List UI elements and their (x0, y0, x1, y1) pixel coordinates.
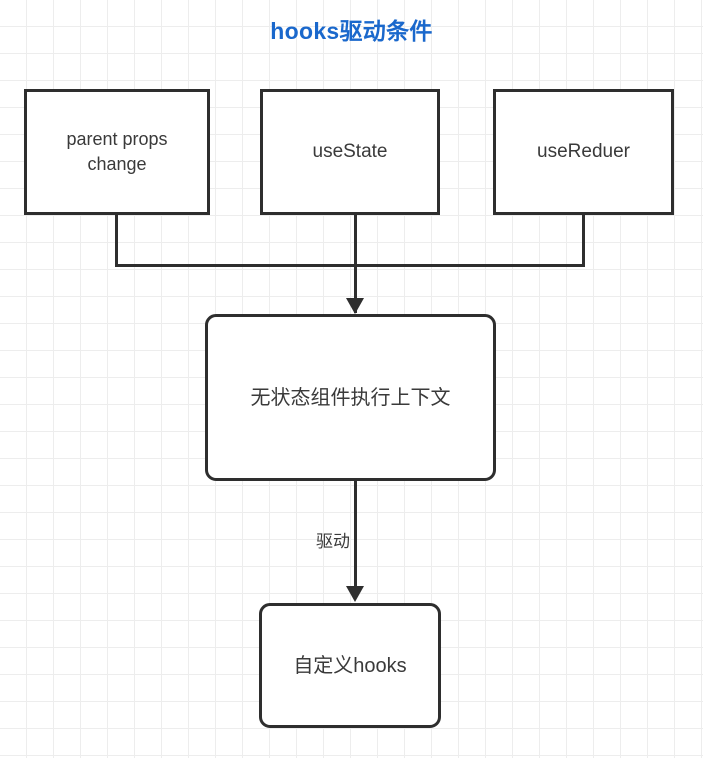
connector-parent-props-stub (115, 215, 118, 267)
node-usereducer-label: useReduer (537, 140, 630, 162)
arrowhead-to-context-icon (346, 298, 364, 314)
edge-label-drive: 驱动 (316, 532, 350, 551)
node-stateless-component-context[interactable]: 无状态组件执行上下文 (205, 314, 496, 481)
connector-usereducer-stub (582, 215, 585, 267)
node-stateless-component-context-label: 无状态组件执行上下文 (250, 386, 451, 409)
diagram-title: hooks驱动条件 (270, 18, 433, 44)
node-usestate-label: useState (312, 140, 388, 162)
connector-merge-bus (115, 264, 585, 267)
node-usereducer[interactable]: useReduer (493, 89, 674, 215)
node-custom-hooks-label: 自定义hooks (293, 654, 407, 677)
arrowhead-to-custom-hooks-icon (346, 586, 364, 602)
node-parent-props-change-label: parent props change (66, 128, 168, 174)
connector-drive-line (354, 481, 357, 588)
node-custom-hooks[interactable]: 自定义hooks (259, 603, 441, 728)
node-usestate[interactable]: useState (260, 89, 440, 215)
node-parent-props-change[interactable]: parent props change (24, 89, 210, 215)
